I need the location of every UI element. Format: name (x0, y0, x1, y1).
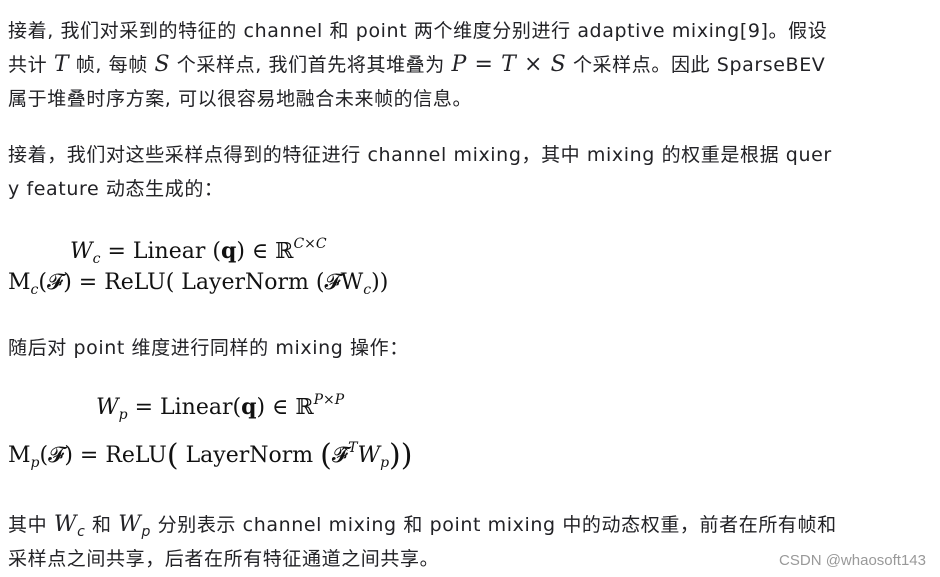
text-line: y feature 动态生成的： (8, 178, 224, 200)
text-line: 其中 Wc 和 Wp 分别表示 channel mixing 和 point m… (8, 508, 934, 542)
math-text: (𝓕) = ReLU (39, 443, 167, 468)
math-M: M (8, 443, 31, 468)
math-paren: ( (320, 438, 332, 473)
math-paren: ( (166, 438, 179, 473)
text-line: 共计 T 帧, 每帧 S 个采样点, 我们首先将其堆叠为 P = T × S 个… (8, 48, 934, 82)
math-S: S (154, 52, 171, 77)
text-line: 随后对 point 维度进行同样的 mixing 操作： (8, 337, 409, 359)
math-F-hat: 𝓕̂ (331, 443, 349, 468)
text-span: 帧, 每帧 (69, 54, 155, 76)
math-subscript: p (30, 455, 40, 471)
text-span: 个采样点。因此 SparseBEV (566, 54, 826, 76)
math-subscript: p (141, 524, 151, 540)
math-W: W (70, 239, 93, 264)
math-text: ) ∈ ℝ (256, 395, 314, 420)
text-span: 其中 (8, 514, 54, 536)
math-subscript: c (30, 282, 39, 298)
math-superscript: C×C (293, 236, 327, 252)
math-text: = Linear( (127, 395, 242, 420)
formula-wc-definition: Wc = Linear (q) ∈ ℝC×C (70, 236, 327, 267)
paragraph-point-mixing: 随后对 point 维度进行同样的 mixing 操作： (8, 331, 934, 365)
formula-wp-definition: Wp = Linear(q) ∈ ℝP×P (96, 392, 344, 423)
math-q: q (241, 394, 257, 420)
text-span: 和 (85, 514, 119, 536)
math-paren: )) (389, 438, 413, 473)
formula-mc-definition: Mc(𝓕) = ReLU( LayerNorm (𝓕Wc)) (8, 270, 388, 298)
math-subscript: c (77, 524, 86, 540)
math-text: = Linear ( (100, 239, 221, 264)
math-q: q (220, 238, 237, 264)
text-line: 采样点之间共享，后者在所有特征通道之间共享。 (8, 548, 440, 570)
math-W: W (96, 395, 119, 420)
text-span: 共计 (8, 54, 54, 76)
math-superscript: T (348, 440, 358, 456)
paragraph-channel-mixing: 接着，我们对这些采样点得到的特征进行 channel mixing，其中 mix… (8, 138, 934, 206)
text-line: 接着，我们对这些采样点得到的特征进行 channel mixing，其中 mix… (8, 144, 832, 166)
math-W: W (53, 512, 78, 537)
math-text: LayerNorm (178, 443, 321, 468)
math-W: W (118, 512, 142, 537)
text-line: 接着, 我们对采到的特征的 channel 和 point 两个维度分别进行 a… (8, 20, 828, 42)
text-span: 个采样点, 我们首先将其堆叠为 (170, 54, 452, 76)
math-text: (𝓕) = ReLU( LayerNorm (𝓕W (38, 270, 364, 295)
text-line: 属于堆叠时序方案, 可以很容易地融合未来帧的信息。 (8, 88, 473, 110)
math-P-equation: P = T × S (451, 52, 567, 77)
math-subscript: c (92, 251, 101, 267)
paragraph-weights-summary: 其中 Wc 和 Wp 分别表示 channel mixing 和 point m… (8, 508, 934, 576)
watermark: CSDN @whaosoft143 (779, 552, 926, 569)
text-span: 分别表示 channel mixing 和 point mixing 中的动态权… (150, 514, 837, 536)
math-text: )) (371, 270, 389, 295)
math-W: W (357, 443, 381, 468)
math-subscript: p (380, 455, 390, 471)
math-subscript: p (118, 407, 128, 423)
math-subscript: c (363, 282, 372, 298)
formula-mp-definition: Mp(𝓕) = ReLU( LayerNorm (𝓕̂TWp)) (8, 438, 412, 473)
math-superscript: P×P (313, 392, 345, 408)
math-text: ) ∈ ℝ (236, 239, 294, 264)
math-M: M (8, 270, 31, 295)
math-T: T (53, 52, 70, 77)
paragraph-adaptive-mixing: 接着, 我们对采到的特征的 channel 和 point 两个维度分别进行 a… (8, 14, 934, 116)
